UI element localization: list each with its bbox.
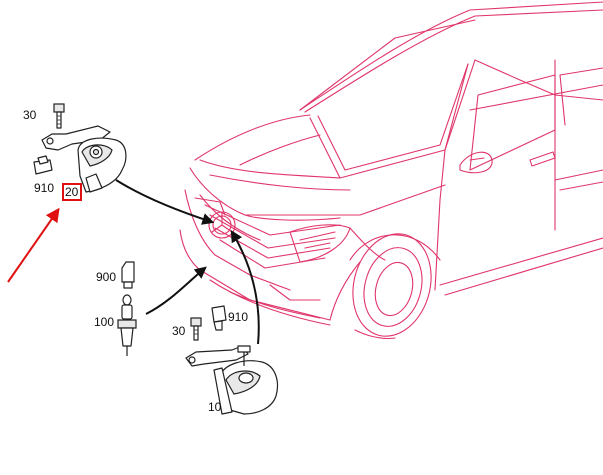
horn-assembly-top xyxy=(33,103,127,193)
label-clip-top: 910 xyxy=(34,181,54,195)
arrow-horn-bottom xyxy=(230,229,260,345)
connector-icon xyxy=(121,261,135,289)
bolt-icon-bottom xyxy=(190,317,202,341)
label-horn-top: 20 xyxy=(65,185,79,199)
highlight-callout xyxy=(7,183,82,283)
car-outline xyxy=(179,1,603,339)
arrow-horn-top xyxy=(115,179,215,225)
label-bolt-bottom: 30 xyxy=(172,324,186,338)
label-bolt-top: 30 xyxy=(23,108,37,122)
horn-icon-top xyxy=(77,137,127,193)
mounting-bracket-bottom xyxy=(185,345,249,367)
sensor-assembly xyxy=(117,261,137,356)
highlight-arrow xyxy=(7,207,60,283)
label-sensor: 100 xyxy=(94,315,114,329)
horn-icon-bottom xyxy=(213,345,279,415)
arrow-sensor xyxy=(145,266,207,315)
mounting-bracket-top xyxy=(41,125,111,151)
horn-assembly-bottom xyxy=(185,305,279,415)
clip-icon-top xyxy=(33,155,53,175)
bolt-icon-top xyxy=(53,103,65,129)
label-connector: 900 xyxy=(96,270,116,284)
leader-arrows xyxy=(115,179,260,345)
label-horn-bottom: 10 xyxy=(208,400,222,414)
highlight-box xyxy=(62,183,82,201)
sensor-icon xyxy=(117,294,137,356)
clip-icon-bottom xyxy=(211,305,227,331)
label-clip-bottom: 910 xyxy=(228,310,248,324)
